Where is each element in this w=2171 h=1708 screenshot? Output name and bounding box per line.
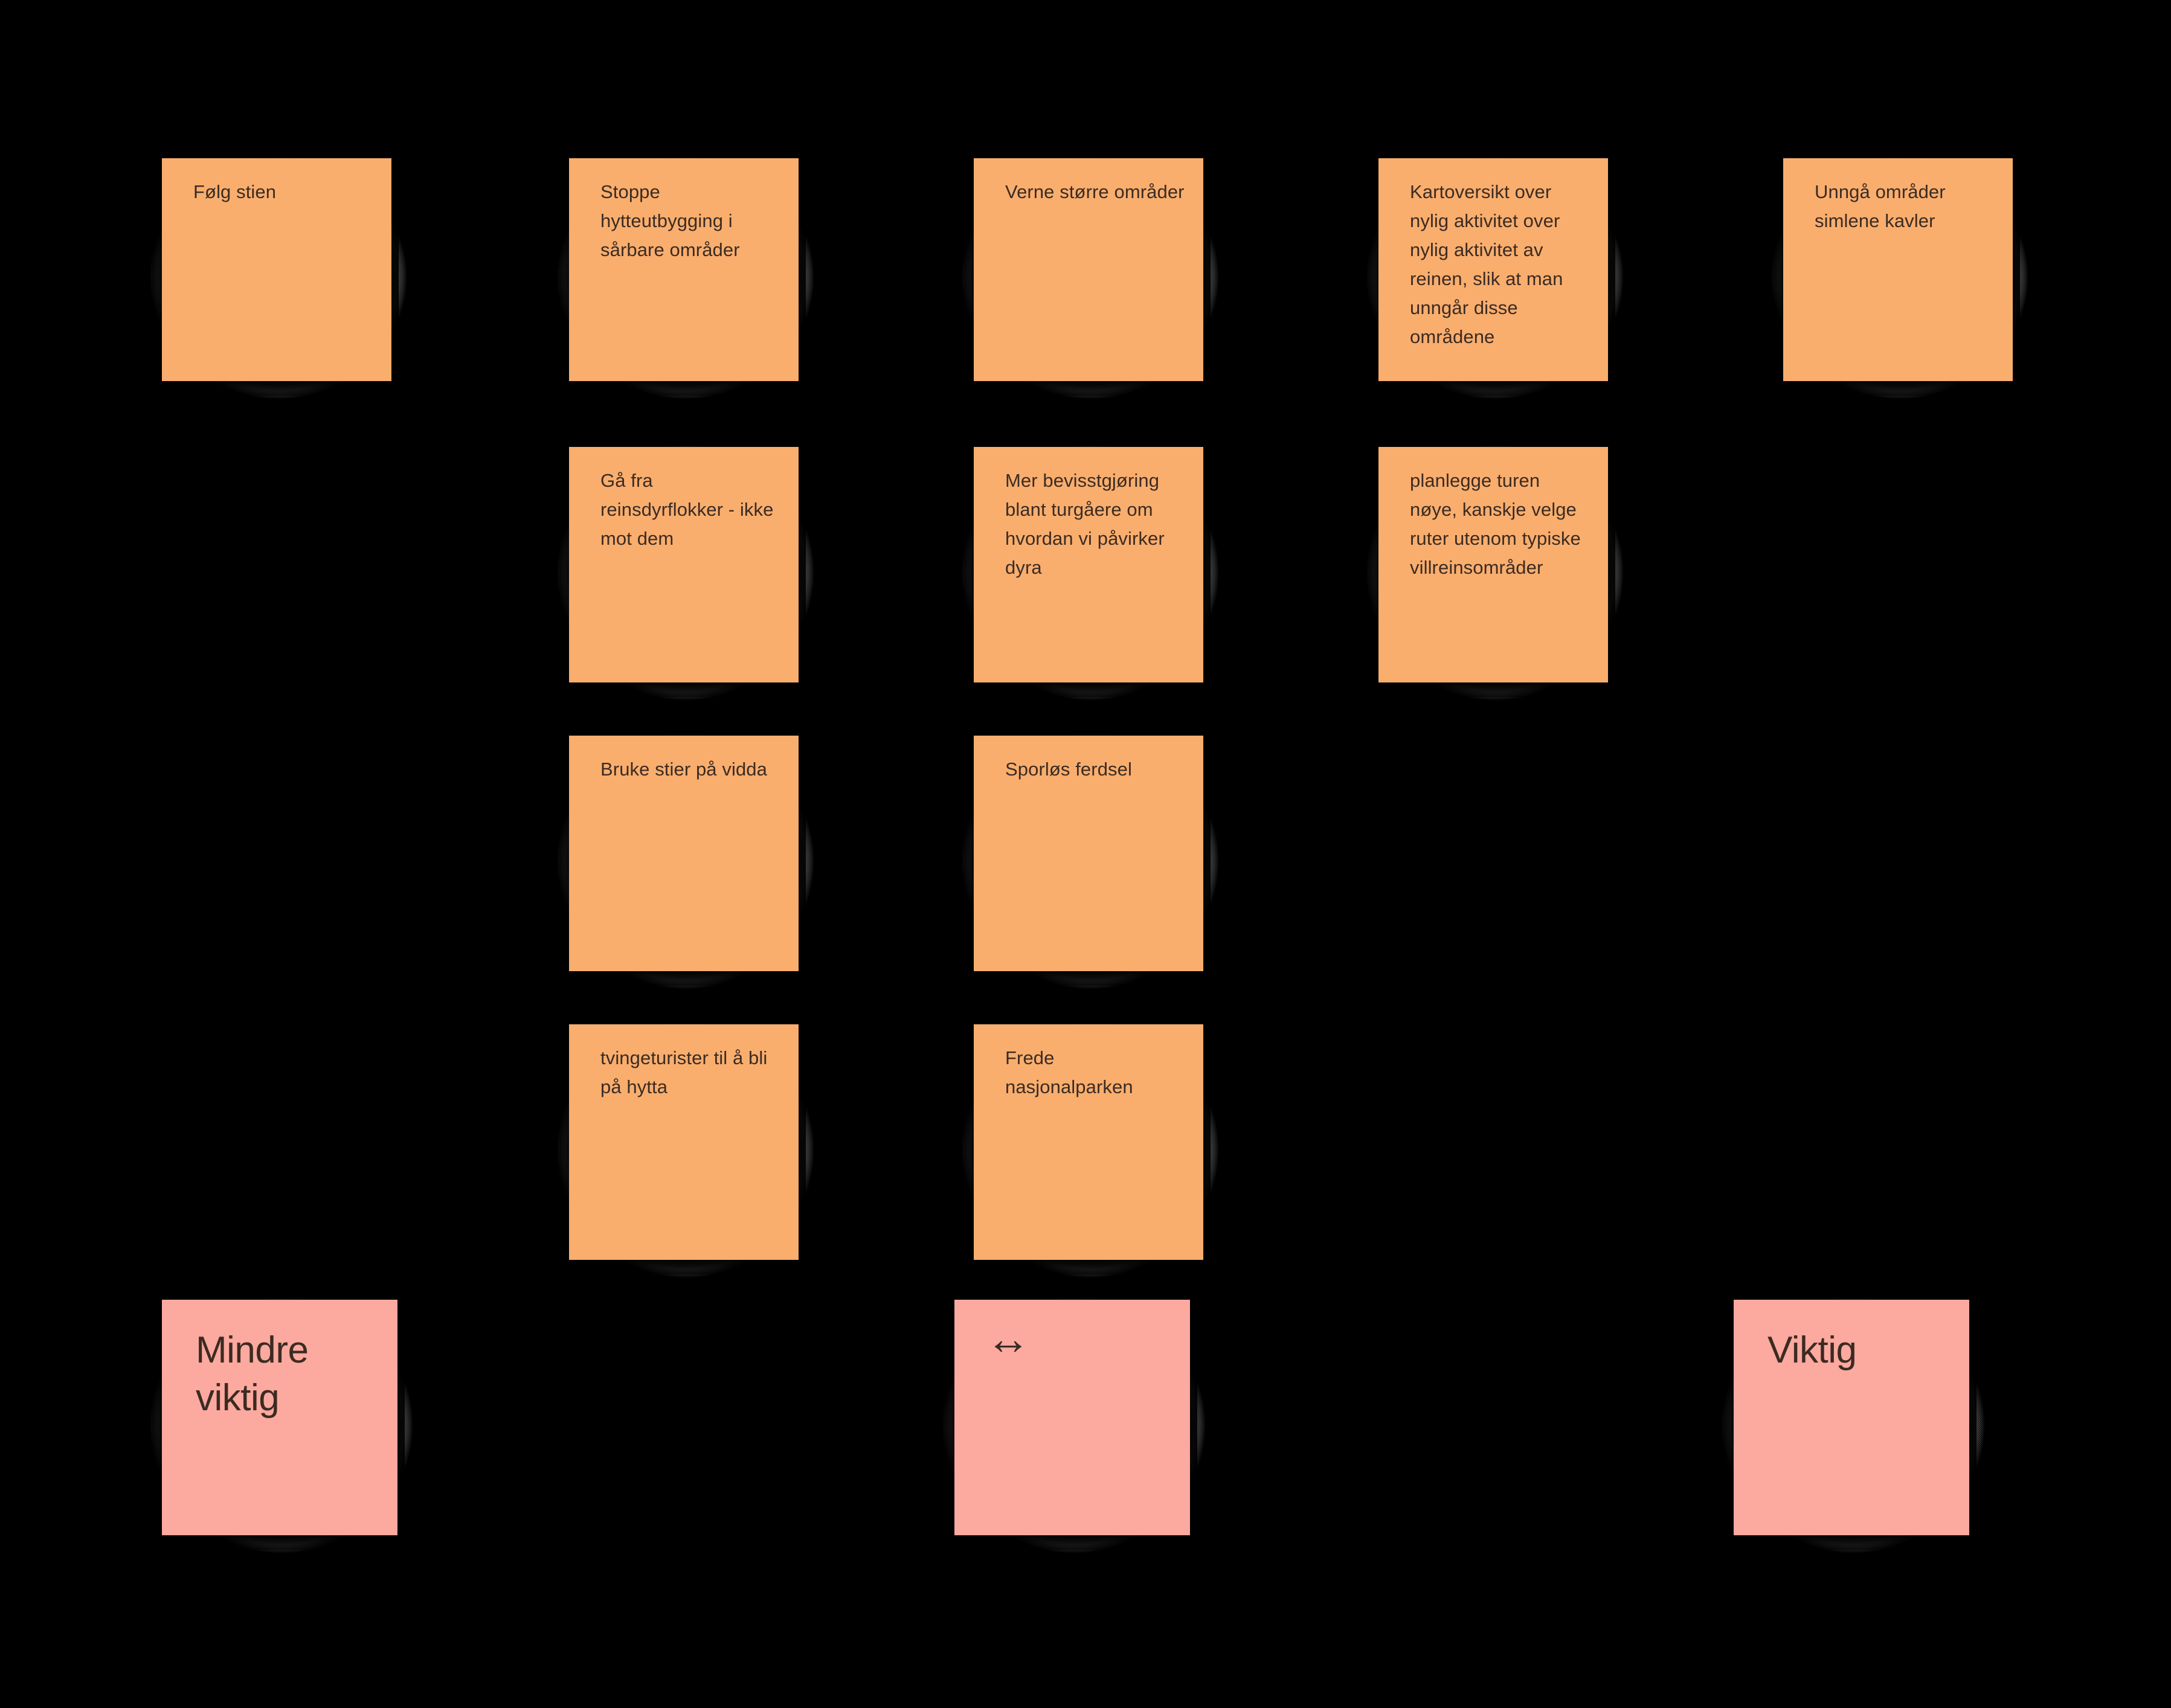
scale-label-viktig: Viktig — [1767, 1329, 1857, 1371]
note-text: tvingeturister til å bli på hytta — [600, 1047, 768, 1098]
note-surface[interactable]: Verne større områder — [974, 158, 1203, 381]
note-surface[interactable]: Gå fra reinsdyrflokker - ikke mot dem — [569, 447, 799, 682]
note-text: planlegge turen nøye, kanskje velge rute… — [1410, 470, 1581, 579]
note-surface[interactable]: Følg stien — [162, 158, 391, 381]
note-text: Stoppe hytteutbygging i sårbare områder — [600, 181, 740, 261]
scale-note-viktig[interactable]: Viktig — [1734, 1300, 1969, 1535]
note-surface[interactable]: Mindre viktig — [162, 1300, 397, 1535]
note-surface[interactable]: tvingeturister til å bli på hytta — [569, 1024, 799, 1260]
note-surface[interactable]: Frede nasjonalparken — [974, 1024, 1203, 1260]
sticky-note-unnga-omrader[interactable]: Unngå områder simlene kavler — [1783, 158, 2013, 381]
sticky-note-folg-stien[interactable]: Følg stien — [162, 158, 391, 381]
note-text: Følg stien — [193, 181, 277, 202]
scale-label-mindre-viktig: Mindre viktig — [196, 1329, 309, 1419]
sticky-note-ga-fra-reinsdyrflokker[interactable]: Gå fra reinsdyrflokker - ikke mot dem — [569, 447, 799, 682]
left-right-arrow-icon: ↔ — [986, 1314, 1031, 1364]
note-text: Mer bevisstgjøring blant turgåere om hvo… — [1005, 470, 1165, 579]
note-text: Kartoversikt over nylig aktivitet over n… — [1410, 181, 1563, 348]
note-text: Sporløs ferdsel — [1005, 759, 1132, 780]
sticky-note-bruke-stier-pa-vidda[interactable]: Bruke stier på vidda — [569, 736, 799, 971]
note-text: Unngå områder simlene kavler — [1815, 181, 1946, 232]
note-surface[interactable]: Bruke stier på vidda — [569, 736, 799, 971]
sticky-note-planlegge-turen[interactable]: planlegge turen nøye, kanskje velge rute… — [1378, 447, 1608, 682]
note-text: Bruke stier på vidda — [600, 759, 767, 780]
note-surface[interactable]: planlegge turen nøye, kanskje velge rute… — [1378, 447, 1608, 682]
sticky-note-sporlos-ferdsel[interactable]: Sporløs ferdsel — [974, 736, 1203, 971]
sticky-note-mer-bevisstgjoring[interactable]: Mer bevisstgjøring blant turgåere om hvo… — [974, 447, 1203, 682]
note-text: Verne større områder — [1005, 181, 1185, 202]
sticky-note-frede-nasjonalparken[interactable]: Frede nasjonalparken — [974, 1024, 1203, 1260]
sticky-note-verne-storre-omrader[interactable]: Verne større områder — [974, 158, 1203, 381]
note-surface[interactable]: Unngå områder simlene kavler — [1783, 158, 2013, 381]
note-surface[interactable]: Sporløs ferdsel — [974, 736, 1203, 971]
sticky-note-tvinge-turister[interactable]: tvingeturister til å bli på hytta — [569, 1024, 799, 1260]
sticky-note-stoppe-hytteutbygging[interactable]: Stoppe hytteutbygging i sårbare områder — [569, 158, 799, 381]
note-surface[interactable]: Kartoversikt over nylig aktivitet over n… — [1378, 158, 1608, 381]
note-surface[interactable]: Stoppe hytteutbygging i sårbare områder — [569, 158, 799, 381]
sticky-note-kartoversikt[interactable]: Kartoversikt over nylig aktivitet over n… — [1378, 158, 1608, 381]
scale-note-midpoint[interactable]: ↔ — [954, 1300, 1190, 1535]
note-text: Gå fra reinsdyrflokker - ikke mot dem — [600, 470, 774, 550]
note-surface[interactable]: Viktig — [1734, 1300, 1969, 1535]
scale-note-mindre-viktig[interactable]: Mindre viktig — [162, 1300, 397, 1535]
note-text: Frede nasjonalparken — [1005, 1047, 1133, 1098]
note-surface[interactable]: Mer bevisstgjøring blant turgåere om hvo… — [974, 447, 1203, 682]
note-surface[interactable]: ↔ — [954, 1300, 1190, 1535]
